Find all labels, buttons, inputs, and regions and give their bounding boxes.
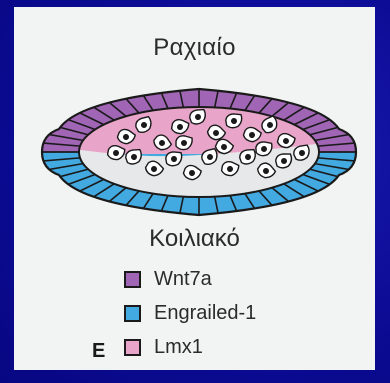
mesenchyme-cell [176,136,192,150]
legend-label: Wnt7a [154,268,212,291]
legend-item-lmx1: Lmx1 [124,330,344,364]
panel-letter: E [92,340,105,363]
ventral-label: Κοιλιακό [14,225,375,253]
legend-label: Lmx1 [154,336,203,359]
legend-swatch-wnt7a [124,271,141,288]
legend-label: Engrailed-1 [154,302,256,325]
dorsal-label: Ραχιαίο [14,34,375,62]
legend-swatch-engrailed-1 [124,305,141,322]
legend: Wnt7a Engrailed-1 Lmx1 [124,262,344,364]
legend-swatch-lmx1 [124,339,141,356]
legend-item-engrailed-1: Engrailed-1 [124,296,344,330]
figure-panel: Ραχιαίο Κοιλιακό Wnt7a [14,7,375,370]
legend-item-wnt7a: Wnt7a [124,262,344,296]
limb-bud-cross-section [34,77,364,227]
